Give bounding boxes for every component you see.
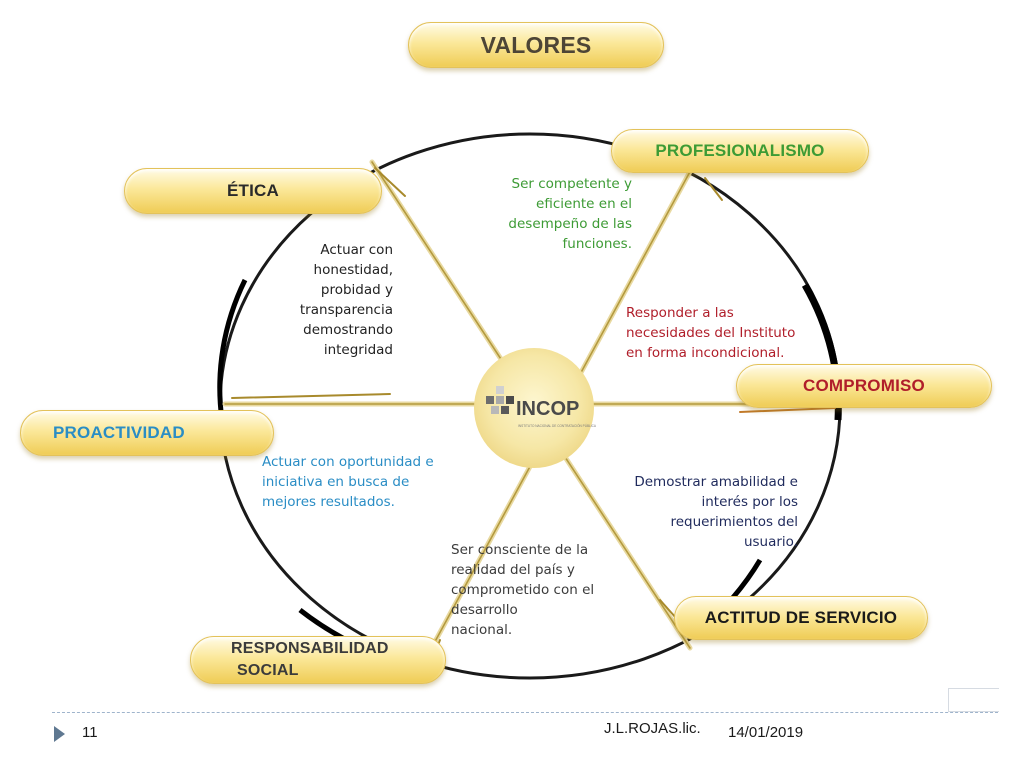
footer-divider xyxy=(52,712,998,713)
footer-date: 14/01/2019 xyxy=(728,724,804,741)
footer-author: J.L.ROJAS.lic. xyxy=(604,720,701,737)
value-label-responsabilidad-social: RESPONSABILIDAD SOCIAL xyxy=(190,636,446,684)
value-desc-compromiso: Responder a las necesidades del Institut… xyxy=(626,305,796,361)
value-desc-etica: Actuar con honestidad, probidad y transp… xyxy=(299,242,393,358)
incop-logo-subtitle: INSTITUTO NACIONAL DE CONTRATACIÓN PÚBLI… xyxy=(518,423,596,428)
value-desc-proactividad: Actuar con oportunidad e iniciativa en b… xyxy=(262,454,434,510)
value-label-proactividad: PROACTIVIDAD xyxy=(20,410,274,456)
value-desc-actitud-de-servicio: Demostrar amabilidad e interés por los r… xyxy=(634,474,798,550)
corner-artifact xyxy=(948,688,999,712)
incop-logo-text: INCOP xyxy=(516,398,579,420)
center-hub: INCOP INSTITUTO NACIONAL DE CONTRATACIÓN… xyxy=(474,348,596,468)
value-label-etica: ÉTICA xyxy=(124,168,382,214)
value-label-profesionalismo: PROFESIONALISMO xyxy=(611,129,869,173)
value-desc-responsabilidad-social: Ser consciente de la realidad del país y… xyxy=(451,542,595,638)
incop-logo-mark xyxy=(486,386,514,414)
value-label-actitud-de-servicio: ACTITUD DE SERVICIO xyxy=(674,596,928,640)
value-desc-profesionalismo: Ser competente y eficiente en el desempe… xyxy=(508,176,632,252)
title-banner: VALORES xyxy=(408,22,664,68)
footer-arrow-icon xyxy=(54,726,65,742)
slide-number: 11 xyxy=(82,724,98,741)
page-title: VALORES xyxy=(480,31,592,58)
value-label-compromiso: COMPROMISO xyxy=(736,364,992,408)
